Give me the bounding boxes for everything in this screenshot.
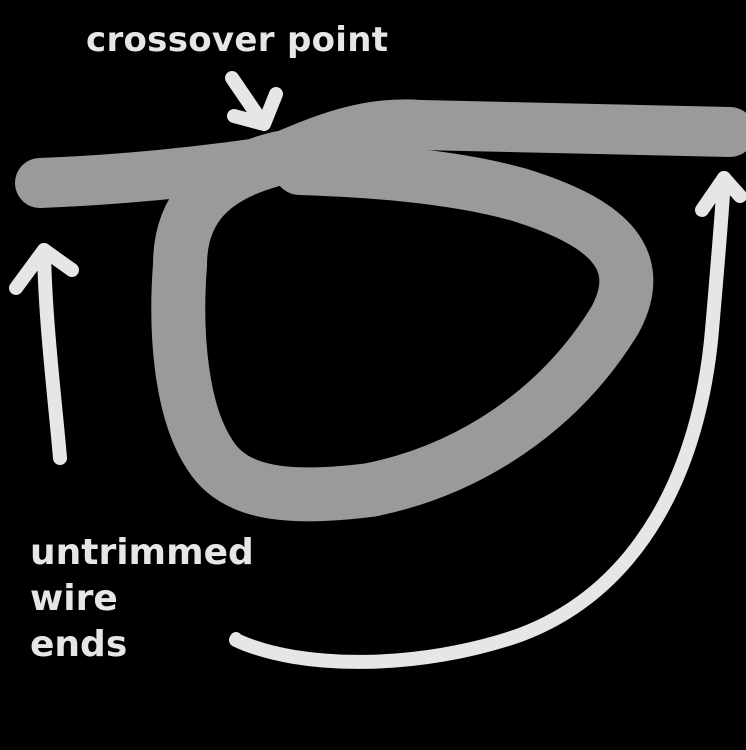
crossover-arrow xyxy=(225,71,283,131)
crossover-point-label: crossover point xyxy=(86,20,389,60)
wire-loop xyxy=(151,131,654,522)
untrimmed-wire-ends-label: untrimmed wire ends xyxy=(30,530,254,668)
right-end-arrow xyxy=(229,171,746,669)
left-end-arrow xyxy=(9,243,79,465)
untrimmed-wire-ends-line-1: untrimmed xyxy=(30,532,254,573)
wire-right-end xyxy=(237,99,746,190)
untrimmed-wire-ends-line-3: ends xyxy=(30,624,128,665)
untrimmed-wire-ends-line-2: wire xyxy=(30,578,118,619)
